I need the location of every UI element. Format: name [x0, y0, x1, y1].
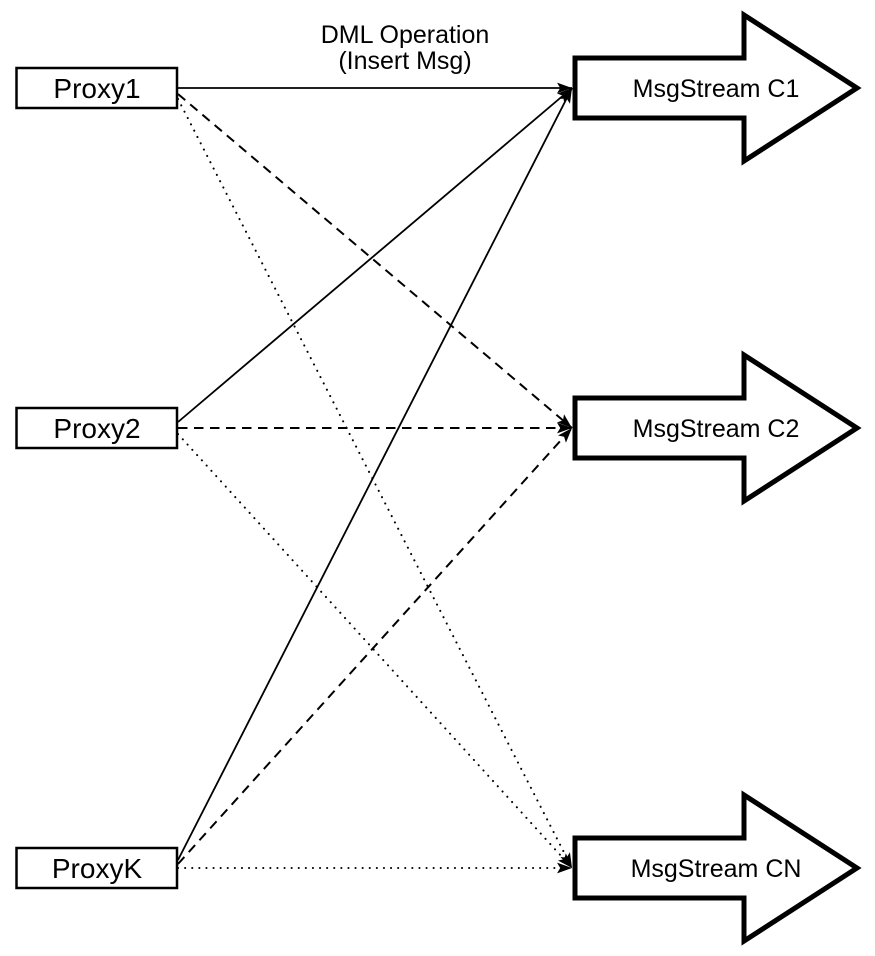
node-msgstream-c2: MsgStream C2: [572, 350, 862, 506]
edge-label-line2: (Insert Msg): [338, 47, 471, 75]
msgstream-cn-arrow-shape: [572, 790, 862, 946]
edge-proxyk-to-msgstream-c2: [177, 427, 573, 865]
node-msgstream-cn: MsgStream CN: [572, 790, 862, 946]
msgstream-c1-arrow-shape: [572, 10, 862, 166]
msgstream-cn-label: MsgStream CN: [631, 855, 802, 883]
msgstream-c2-label: MsgStream C2: [633, 415, 800, 443]
proxyk-label: ProxyK: [52, 853, 143, 884]
msgstream-c1-label: MsgStream C1: [633, 75, 800, 103]
node-proxy2: Proxy2: [15, 406, 179, 450]
edge-proxy1-to-msgstream-cn: [177, 98, 573, 869]
proxy2-box: [15, 406, 179, 450]
edge-proxy1-to-msgstream-c2: [177, 93, 573, 429]
edge-proxy2-to-msgstream-c1: [177, 87, 573, 423]
node-proxy1: Proxy1: [15, 66, 179, 110]
proxy2-label: Proxy2: [53, 413, 140, 444]
edge-label: DML Operation (Insert Msg): [321, 21, 490, 75]
edge-proxy2-to-msgstream-cn: [177, 433, 573, 869]
edge-proxyk-to-msgstream-c1: [177, 87, 573, 861]
proxyk-box: [15, 846, 179, 890]
proxy1-label: Proxy1: [53, 73, 140, 104]
msgstream-c2-arrow-shape: [572, 350, 862, 506]
proxy1-box: [15, 66, 179, 110]
node-msgstream-c1: MsgStream C1: [572, 10, 862, 166]
node-proxyk: ProxyK: [15, 846, 179, 890]
edge-label-line1: DML Operation: [321, 21, 490, 49]
edges: [177, 82, 573, 874]
